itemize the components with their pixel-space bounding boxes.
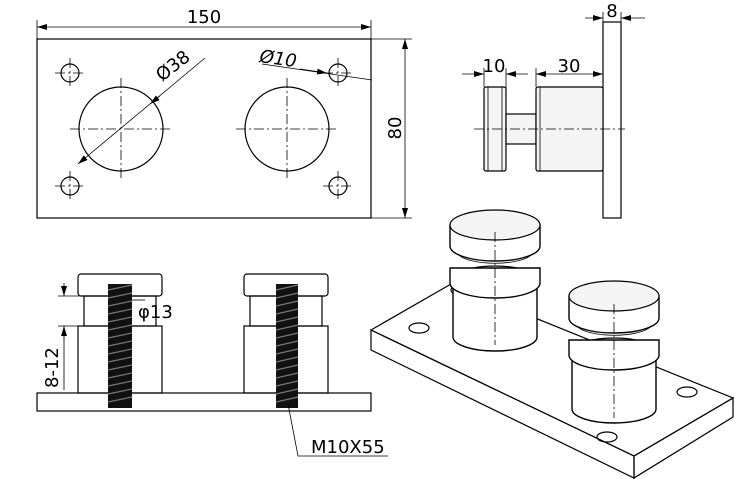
dim-large-hole: Ø38 — [152, 47, 194, 86]
fitting-front-view — [36, 273, 372, 412]
dim-cap-width: 10 — [483, 56, 506, 77]
label-bolt: M10X55 — [311, 437, 385, 458]
dim-thickness: 8 — [606, 1, 617, 22]
dim-small-hole: Ø10 — [257, 46, 298, 72]
bolt-left — [107, 284, 133, 408]
fitting-side-view — [474, 21, 625, 219]
dim-body-width: 30 — [558, 56, 581, 77]
fitting-isometric-view — [369, 209, 735, 480]
plate-top-view — [36, 38, 372, 219]
dim-thread-diameter: φ13 — [138, 302, 173, 323]
dim-plate-width: 150 — [187, 7, 221, 28]
dim-clamp-range: 8-12 — [42, 347, 63, 388]
bolt-right — [275, 284, 299, 408]
dim-plate-height: 80 — [385, 117, 406, 140]
